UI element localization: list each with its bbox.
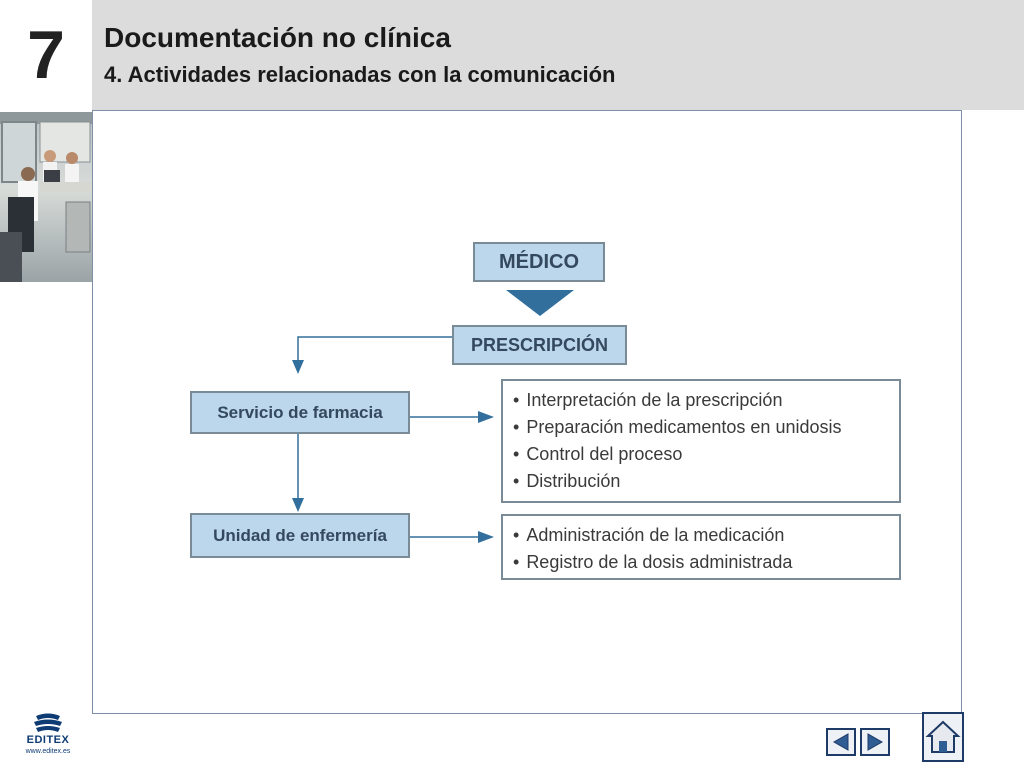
triangle-left-icon xyxy=(832,733,849,751)
doctor-label: MÉDICO xyxy=(499,250,579,273)
logo-url: www.editex.es xyxy=(25,748,71,755)
prescription-box: PRESCRIPCIÓN xyxy=(452,325,627,365)
pharmacy-service-box: Servicio de farmacia xyxy=(190,391,410,434)
nursing-tasks-box: Administración de la medicación Registro… xyxy=(501,514,901,580)
nursing-unit-box: Unidad de enfermería xyxy=(190,513,410,558)
connector-prescription-to-pharmacy xyxy=(297,336,452,362)
previous-button[interactable] xyxy=(826,728,856,756)
home-button[interactable] xyxy=(922,712,964,762)
pharmacy-service-label: Servicio de farmacia xyxy=(217,402,383,422)
pharmacy-task-item: Control del proceso xyxy=(513,441,899,468)
logo-text: EDITEX xyxy=(26,734,70,746)
house-icon xyxy=(925,720,961,753)
nursing-task-item: Administración de la medicación xyxy=(513,522,899,549)
nursing-unit-label: Unidad de enfermería xyxy=(213,525,387,545)
pharmacy-task-item: Preparación medicamentos en unidosis xyxy=(513,414,899,441)
pharmacy-task-list: Interpretación de la prescripción Prepar… xyxy=(513,387,899,495)
header-bar: Documentación no clínica 4. Actividades … xyxy=(92,0,1024,110)
pharmacy-task-item: Distribución xyxy=(513,468,899,495)
pharmacy-tasks-box: Interpretación de la prescripción Prepar… xyxy=(501,379,901,503)
editex-logo-icon xyxy=(34,713,62,732)
editex-logo: EDITEX www.editex.es xyxy=(18,712,78,762)
down-arrow-doctor xyxy=(506,290,574,316)
next-button[interactable] xyxy=(860,728,890,756)
nursing-task-list: Administración de la medicación Registro… xyxy=(513,522,899,576)
nursing-task-item: Registro de la dosis administrada xyxy=(513,549,899,576)
office-photo xyxy=(0,112,92,282)
chapter-number: 7 xyxy=(0,0,92,110)
doctor-box: MÉDICO xyxy=(473,242,605,282)
triangle-right-icon xyxy=(867,733,884,751)
page-subtitle: 4. Actividades relacionadas con la comun… xyxy=(104,62,616,87)
prescription-label: PRESCRIPCIÓN xyxy=(470,334,609,355)
page-title: Documentación no clínica xyxy=(104,22,451,53)
pharmacy-task-item: Interpretación de la prescripción xyxy=(513,387,899,414)
